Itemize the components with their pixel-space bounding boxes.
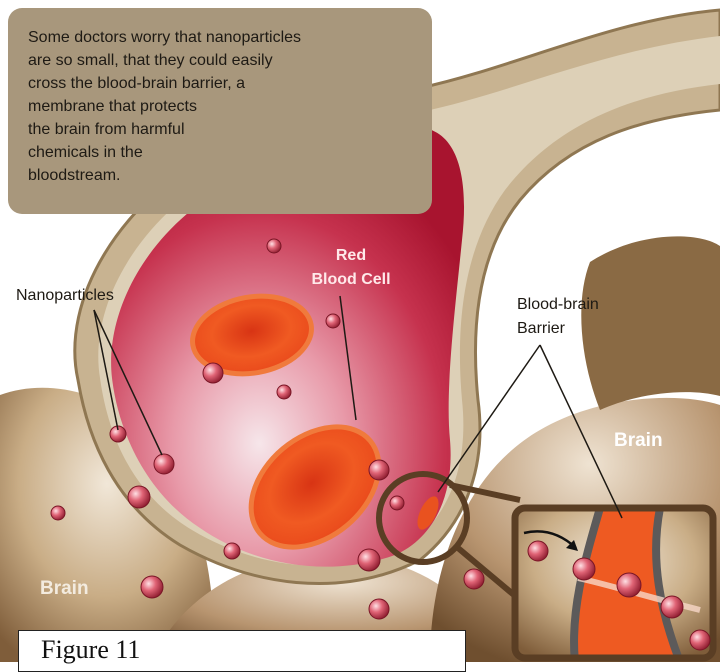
label-brain-left: Brain bbox=[40, 578, 89, 600]
nanoparticle bbox=[326, 314, 340, 328]
explanation-note: Some doctors worry that nanoparticles ar… bbox=[8, 8, 432, 214]
label-nanoparticles: Nanoparticles bbox=[16, 287, 114, 305]
nanoparticle bbox=[141, 576, 163, 598]
nanoparticle bbox=[617, 573, 641, 597]
nanoparticle bbox=[51, 506, 65, 520]
nanoparticle bbox=[358, 549, 380, 571]
nanoparticle bbox=[128, 486, 150, 508]
nanoparticle bbox=[690, 630, 710, 650]
nanoparticle bbox=[267, 239, 281, 253]
figure-caption: Figure 11 bbox=[41, 635, 140, 665]
nanoparticle bbox=[203, 363, 223, 383]
label-brain-right: Brain bbox=[614, 430, 663, 452]
label-red-blood-cell: Red Blood Cell bbox=[303, 244, 399, 292]
nanoparticle bbox=[528, 541, 548, 561]
label-blood-brain-barrier: Blood-brain Barrier bbox=[517, 293, 599, 341]
nanoparticle bbox=[369, 599, 389, 619]
figure-caption-box: Figure 11 bbox=[18, 630, 466, 672]
nanoparticle bbox=[390, 496, 404, 510]
brain-lobe-right-top bbox=[581, 236, 720, 410]
nanoparticle bbox=[464, 569, 484, 589]
nanoparticle bbox=[573, 558, 595, 580]
inset-zoom bbox=[515, 508, 713, 662]
nanoparticle bbox=[369, 460, 389, 480]
nanoparticle bbox=[277, 385, 291, 399]
nanoparticle bbox=[661, 596, 683, 618]
explanation-text: Some doctors worry that nanoparticles ar… bbox=[28, 26, 428, 187]
nanoparticle bbox=[154, 454, 174, 474]
nanoparticle bbox=[224, 543, 240, 559]
